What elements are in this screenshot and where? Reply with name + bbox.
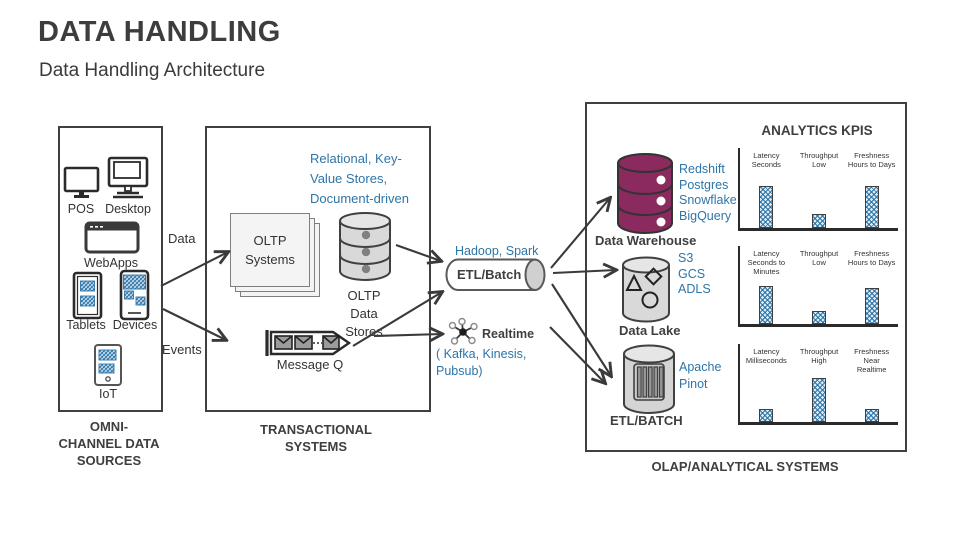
kpi-column: Throughput Low (793, 246, 846, 324)
etl-batch-label: ETL/Batch (457, 267, 522, 282)
kpi-column-label: Freshness Near Realtime (854, 347, 890, 374)
data-lake-cylinder-icon (620, 255, 672, 325)
kpi-bar-area (740, 374, 793, 422)
etl-batch-store-label: ETL/BATCH (610, 413, 683, 428)
kpi-column-label: Throughput Low (799, 249, 839, 267)
devices-label: Devices (112, 318, 158, 332)
tablets-label: Tablets (66, 318, 106, 332)
message-queue-icon (263, 327, 355, 359)
kpi-column-label: Latency Seconds (751, 151, 781, 169)
stores-type-note: Relational, Key- Value Stores, Document-… (310, 151, 409, 206)
data-flow-label: Data (168, 231, 196, 246)
realtime-hub-icon (448, 316, 480, 348)
desktop-label: Desktop (105, 202, 151, 216)
kpi-bar (812, 214, 826, 228)
kpi-bar-area (740, 276, 793, 324)
data-warehouse-label: Data Warehouse (595, 233, 697, 248)
iot-phone-icon (92, 343, 125, 387)
kpi-chart-pinot: Latency Milliseconds Throughput High Fresh… (738, 344, 898, 425)
kpi-bar (864, 408, 879, 422)
kpi-chart-warehouse: Latency Seconds Throughput Low Freshness H… (738, 148, 898, 231)
kpi-bar (864, 185, 879, 228)
kpi-column-label: Throughput Low (799, 151, 839, 169)
kpi-bar-area (845, 374, 898, 422)
kpi-column-label: Freshness Hours to Days (847, 151, 896, 169)
kpi-chart-lake: Latency Seconds to Minutes Throughput Low… (738, 246, 898, 327)
kpi-bar-area (793, 276, 846, 324)
webapps-label: WebApps (84, 256, 138, 270)
kpi-column: Latency Seconds (740, 148, 793, 228)
oltp-systems-label: OLTP Systems (245, 233, 295, 267)
tablet-icon (72, 271, 103, 320)
page-title: DATA HANDLING (38, 16, 281, 48)
pos-monitor-icon (63, 166, 101, 200)
analytics-kpis-title: ANALYTICS KPIS (761, 123, 873, 138)
kpi-column: Throughput High (793, 344, 846, 422)
webapps-browser-icon (84, 221, 140, 254)
kpi-bar (812, 310, 826, 324)
kpi-column: Latency Milliseconds (740, 344, 793, 422)
batch-tech-note: Hadoop, Spark (455, 244, 539, 258)
kpi-column: Freshness Hours to Days (845, 148, 898, 228)
transactional-caption: TRANSACTIONAL SYSTEMS (260, 422, 372, 454)
message-q-label: Message Q (276, 357, 344, 372)
iot-label: IoT (98, 387, 118, 401)
kpi-column: Throughput Low (793, 148, 846, 228)
kpi-bar-area (740, 178, 793, 228)
kpi-bar (759, 408, 774, 422)
oltp-systems-stack: OLTP Systems (230, 213, 322, 299)
mobile-device-icon (119, 269, 150, 321)
kpi-bar (864, 288, 879, 324)
kpi-bar-area (793, 374, 846, 422)
kpi-bar-area (845, 178, 898, 228)
kpi-column-label: Latency Milliseconds (745, 347, 787, 365)
pinot-cylinder-icon (621, 343, 677, 417)
pos-label: POS (67, 202, 95, 216)
kpi-column-label: Freshness Hours to Days (847, 249, 896, 267)
olap-caption: OLAP/ANALYTICAL SYSTEMS (651, 459, 839, 474)
realtime-label: Realtime (482, 327, 535, 341)
oltp-datastore-cylinder-icon (337, 211, 393, 283)
kpi-column: Freshness Near Realtime (845, 344, 898, 422)
kpi-column: Latency Seconds to Minutes (740, 246, 793, 324)
kpi-bar-area (845, 276, 898, 324)
data-lake-label: Data Lake (619, 323, 681, 338)
kpi-column-label: Latency Seconds to Minutes (747, 249, 786, 276)
oltp-stores-label: OLTP Data Stores (345, 288, 383, 339)
realtime-tech-note: ( Kafka, Kinesis, Pubsub) (436, 347, 527, 378)
page-subtitle: Data Handling Architecture (39, 60, 266, 81)
lake-tech-list: S3 GCS ADLS (678, 251, 711, 296)
kpi-bar (812, 377, 826, 422)
kpi-column: Freshness Hours to Days (845, 246, 898, 324)
events-flow-label: Events (162, 342, 202, 357)
data-sources-caption: OMNI- CHANNEL DATA SOURCES (58, 419, 160, 468)
data-warehouse-cylinder-icon (615, 152, 675, 236)
etl-batch-pipe-icon: ETL/Batch (442, 257, 548, 293)
warehouse-tech-list: Redshift Postgres Snowflake BigQuery (679, 162, 737, 223)
pinot-tech-list: Apache Pinot (679, 360, 722, 391)
kpi-bar (759, 185, 774, 228)
kpi-bar (759, 285, 774, 324)
kpi-column-label: Throughput High (799, 347, 839, 365)
desktop-icon (105, 156, 151, 200)
kpi-bar-area (793, 178, 846, 228)
stack-page-front: OLTP Systems (230, 213, 310, 287)
